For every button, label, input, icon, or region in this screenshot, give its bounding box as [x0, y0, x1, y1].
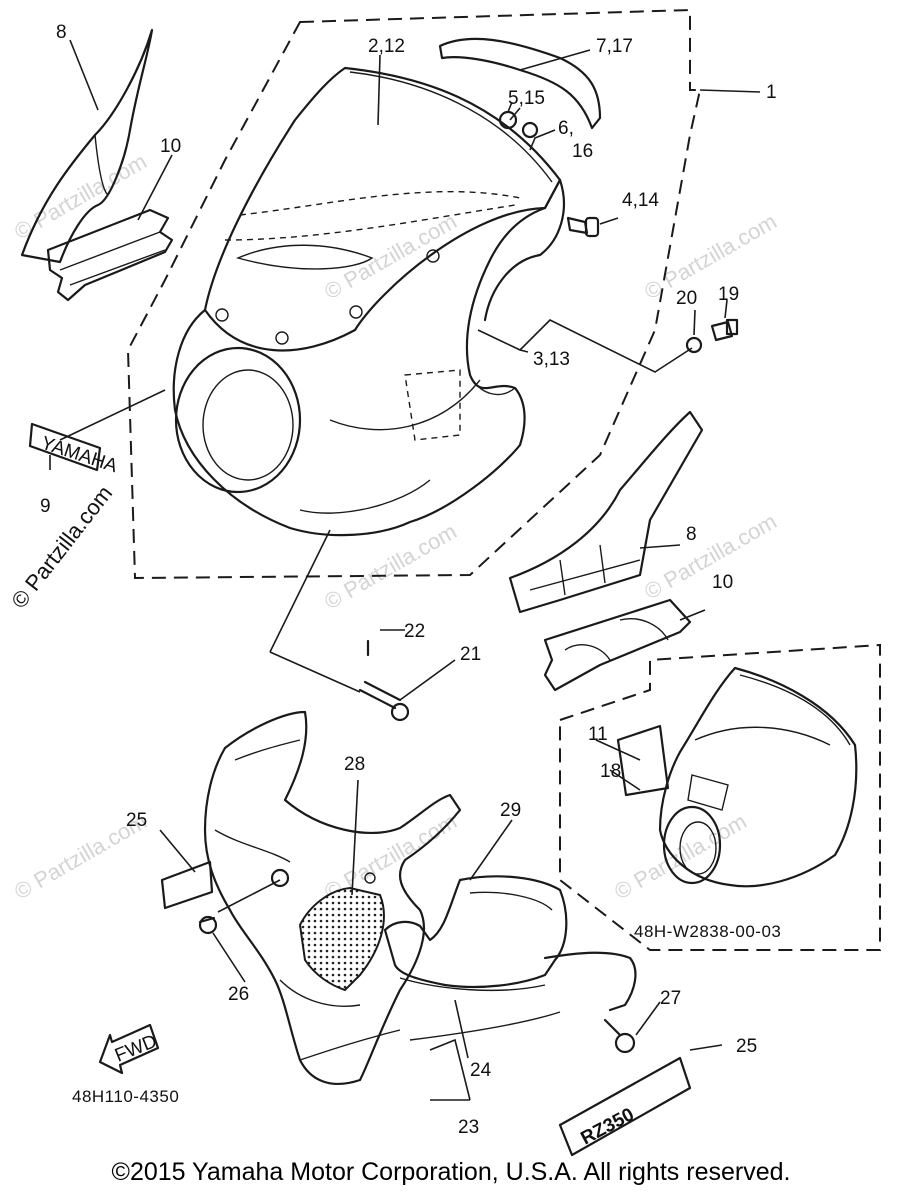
callout-27: 27 [660, 988, 681, 1009]
callout-26: 26 [228, 984, 249, 1005]
callout-9: 9 [40, 496, 51, 517]
windscreen [203, 66, 562, 352]
watermark: © Partzilla.com [640, 209, 781, 305]
kit-part-number: 48H-W2838-00-03 [634, 922, 781, 941]
callout-10: 10 [160, 136, 181, 157]
rz350-decal: RZ350 [558, 1056, 692, 1157]
watermark: © Partzilla.com [640, 509, 781, 605]
callout-10-right: 10 [712, 572, 733, 593]
mesh-panel-28 [298, 886, 385, 992]
callout-3-13: 3,13 [533, 349, 570, 370]
pin-21-22 [358, 639, 410, 722]
bolt-27 [603, 1018, 636, 1054]
kit-cowl [616, 666, 858, 888]
under-cowl-29 [383, 875, 637, 1012]
watermark-side: © Partzilla.com [6, 481, 117, 613]
callout-6-16-b: 16 [572, 141, 593, 162]
callout-8-right: 8 [686, 524, 697, 545]
callout-11: 11 [588, 724, 608, 745]
watermark: © Partzilla.com [320, 519, 461, 615]
callout-2-12: 2,12 [368, 36, 405, 57]
emblem-text: YAMAHA [38, 433, 120, 477]
fwd-text: FWD [112, 1031, 160, 1067]
leader-lines [49, 39, 761, 1101]
side-panel-right [508, 410, 704, 614]
screw-4-14 [566, 216, 600, 238]
fwd-arrow: FWD [98, 1023, 160, 1075]
callout-6-16-a: 6, [558, 118, 574, 139]
callout-24: 24 [470, 1060, 492, 1081]
callout-4-14: 4,14 [622, 190, 659, 211]
callout-5-15: 5,15 [508, 88, 545, 109]
callouts: 8 10 2,12 7,17 1 5,15 6, 16 4,14 19 20 3… [40, 22, 777, 1138]
copyright-notice: ©2015 Yamaha Motor Corporation, U.S.A. A… [111, 1158, 791, 1186]
callout-21: 21 [460, 644, 481, 665]
upper-cowl [172, 178, 565, 537]
callout-20: 20 [676, 288, 697, 309]
assembly-outline-cowl [126, 8, 702, 580]
callout-18: 18 [600, 761, 621, 782]
stripe-decal-left [46, 208, 174, 302]
callout-25: 25 [126, 810, 147, 831]
callout-7-17: 7,17 [596, 36, 633, 57]
assembly-outline-kit [559, 643, 881, 951]
diagram-code: 48H110-4350 [72, 1087, 179, 1106]
side-panel-top-left [20, 28, 154, 264]
top-trim-strip [438, 37, 602, 130]
callout-1: 1 [766, 82, 777, 103]
lower-fairing [203, 710, 561, 1085]
callout-8: 8 [56, 22, 67, 43]
callout-25-right: 25 [736, 1036, 757, 1057]
decal-25-left [160, 860, 214, 910]
callout-22: 22 [404, 621, 425, 642]
stripe-decal-right [543, 598, 692, 692]
callout-23: 23 [458, 1117, 479, 1138]
bolt-26 [198, 879, 281, 935]
bolt-19-washer-20 [685, 318, 739, 354]
callout-19: 19 [718, 284, 739, 305]
callout-28: 28 [344, 754, 365, 775]
callout-29: 29 [500, 800, 521, 821]
